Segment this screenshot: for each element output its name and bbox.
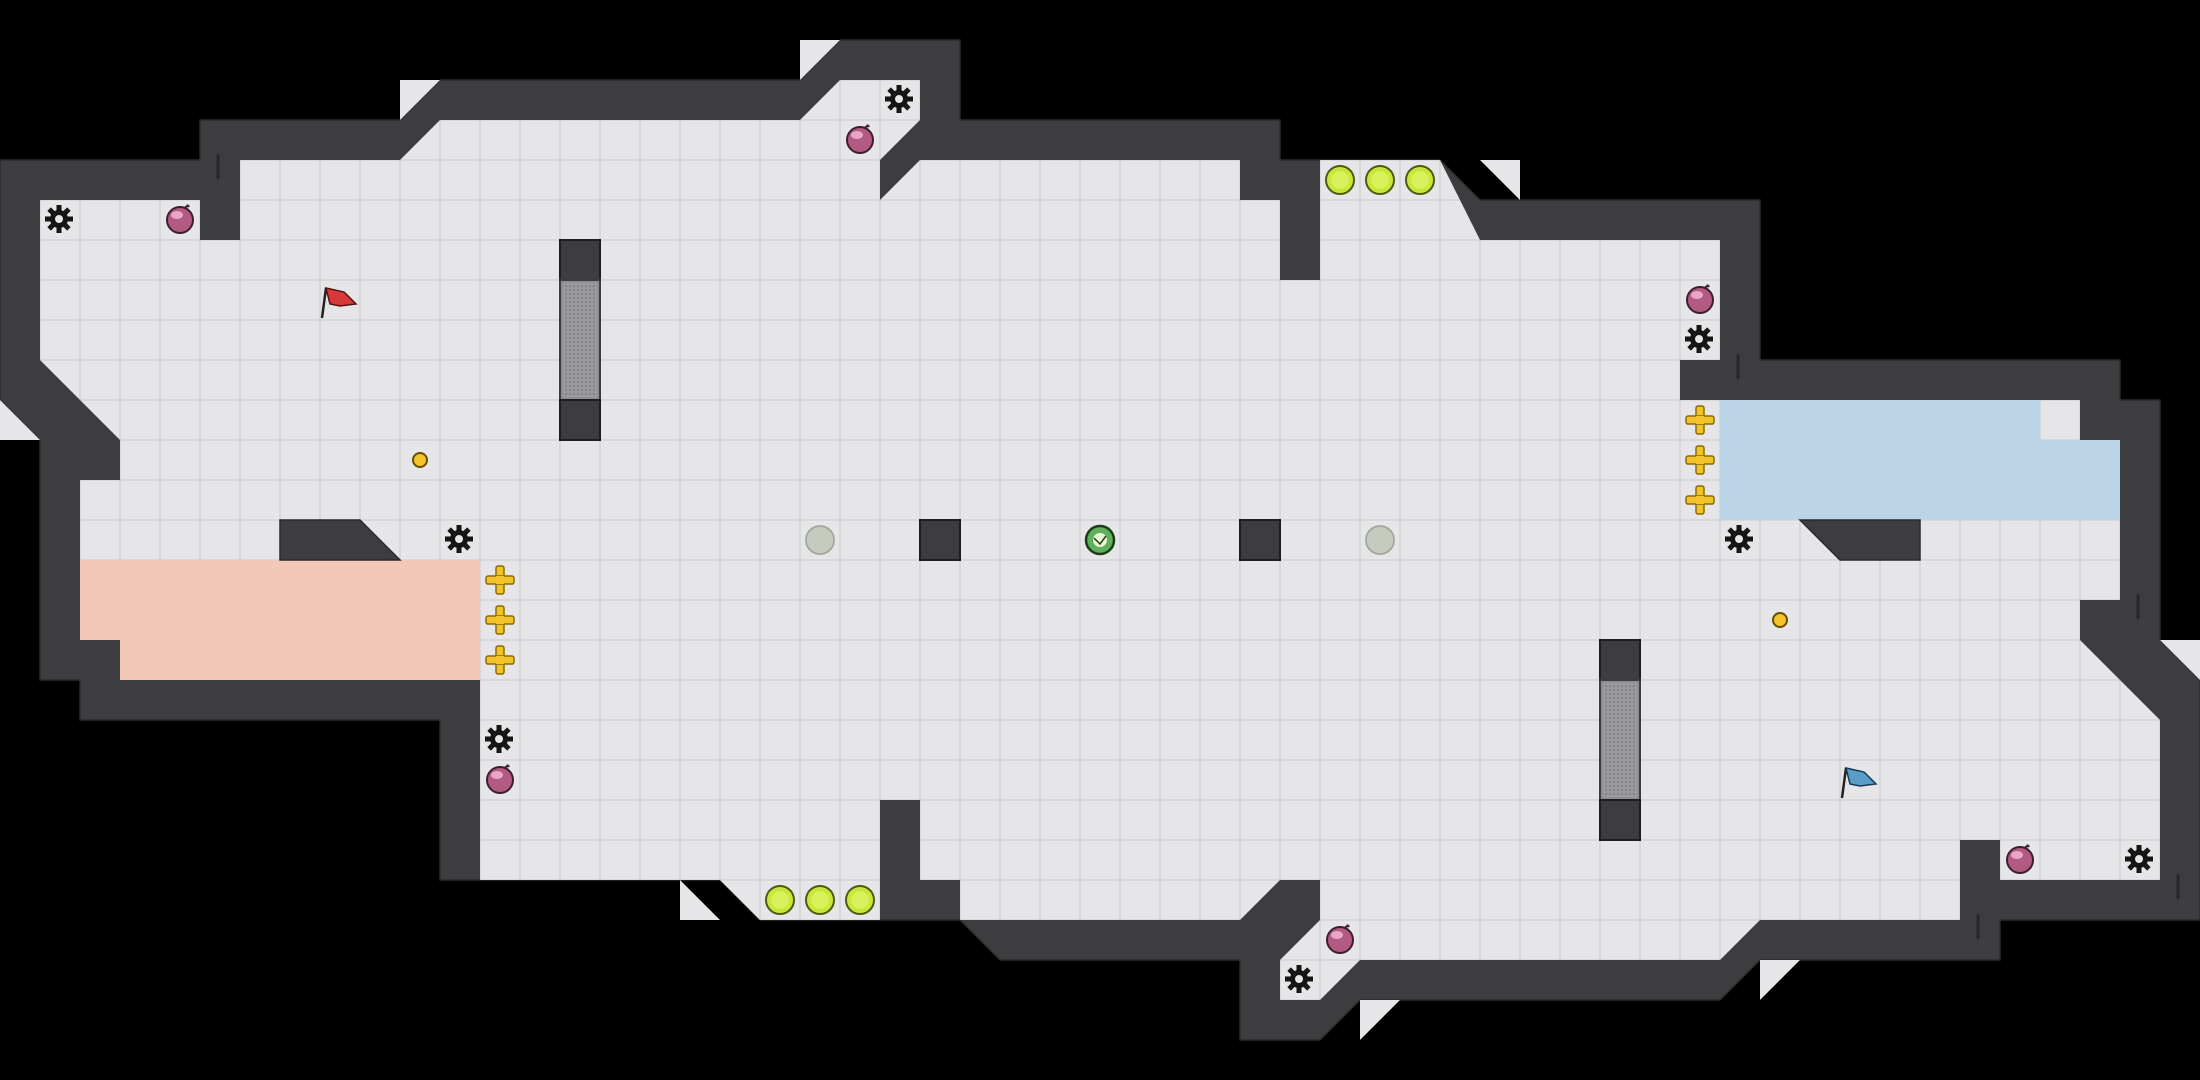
chip-icon[interactable] <box>1325 165 1355 195</box>
red-zone <box>80 560 480 640</box>
pillar <box>559 239 601 281</box>
ball-icon[interactable] <box>1084 524 1116 556</box>
ghost-marker-icon <box>805 525 835 555</box>
wall-notch <box>800 40 840 80</box>
wall-notch <box>400 80 440 120</box>
wall-notch <box>0 400 40 440</box>
chip-icon[interactable] <box>765 885 795 915</box>
chip-icon[interactable] <box>1405 165 1435 195</box>
pillar <box>559 399 601 441</box>
blue-zone <box>1720 400 2040 440</box>
pillar <box>1239 519 1281 561</box>
wall-notch <box>2160 640 2200 680</box>
gear-icon <box>485 725 513 753</box>
gear-icon <box>445 525 473 553</box>
coin-icon[interactable] <box>1772 612 1788 628</box>
wall-notch <box>1480 160 1520 200</box>
wall-notch <box>680 880 720 920</box>
gear-icon <box>1285 965 1313 993</box>
gear-icon <box>2125 845 2153 873</box>
ledge <box>279 519 402 561</box>
red-zone-lower <box>120 640 480 680</box>
chip-icon[interactable] <box>845 885 875 915</box>
pillar <box>1599 639 1641 681</box>
pillar <box>919 519 961 561</box>
gear-icon <box>885 85 913 113</box>
chip-icon[interactable] <box>805 885 835 915</box>
pillar <box>1599 799 1641 841</box>
wall-notch <box>1760 960 1800 1000</box>
wall-notch <box>1360 1000 1400 1040</box>
gear-icon <box>1725 525 1753 553</box>
ledge <box>1798 519 1921 561</box>
red-flag-icon <box>320 287 358 319</box>
gate-texture <box>1603 683 1637 797</box>
ghost-marker-icon <box>1365 525 1395 555</box>
gear-icon <box>1685 325 1713 353</box>
coin-icon[interactable] <box>412 452 428 468</box>
chip-icon[interactable] <box>1365 165 1395 195</box>
blue-flag-icon <box>1840 767 1878 799</box>
blue-zone-lower <box>1720 440 2120 520</box>
gear-icon <box>45 205 73 233</box>
gate-texture <box>563 283 597 397</box>
